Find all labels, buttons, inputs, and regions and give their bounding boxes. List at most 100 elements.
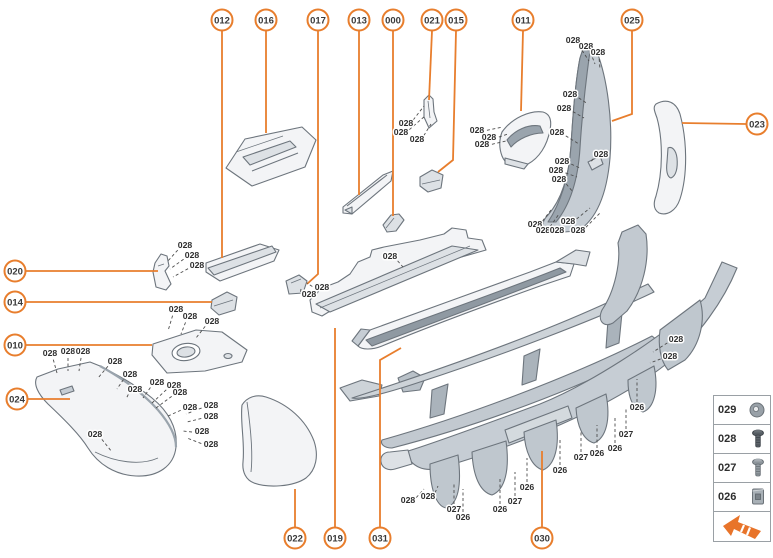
part-014-clip-block [210, 291, 238, 316]
fastener-label-028: 028 [205, 316, 220, 326]
fastener-label-028: 028 [167, 380, 182, 390]
fastener-leader-line [169, 258, 184, 270]
part-011-air-scoop [499, 111, 552, 170]
balloon-label: 023 [749, 119, 765, 130]
fastener-label-028: 028 [528, 219, 543, 229]
balloon-label: 010 [7, 340, 23, 351]
balloon-circle[interactable] [620, 8, 644, 32]
part-016-roof-plate [225, 126, 317, 187]
balloon-label: 019 [327, 533, 343, 544]
part-024-fender-trim [35, 361, 178, 477]
fastener-label-028: 028 [399, 118, 414, 128]
callout-balloon-021[interactable]: 021 [420, 8, 444, 32]
callout-line-021 [428, 30, 433, 101]
part-023-corner-blade [653, 100, 687, 215]
balloon-circle[interactable] [323, 526, 347, 550]
fastener-label-028: 028 [43, 348, 58, 358]
fastener-leader-line [186, 437, 202, 444]
fastener-label-028: 028 [557, 103, 572, 113]
fastener-label-026: 026 [456, 512, 471, 522]
callout-balloon-019[interactable]: 019 [323, 526, 347, 550]
callout-balloon-011[interactable]: 011 [511, 8, 535, 32]
fastener-label-028: 028 [195, 426, 210, 436]
fastener-leader-line [549, 213, 560, 228]
legend-code: 029 [718, 404, 737, 416]
balloon-circle[interactable] [3, 259, 27, 283]
fastener-label-028: 028 [552, 174, 567, 184]
fastener-leader-line [562, 215, 568, 227]
callout-balloon-022[interactable]: 022 [283, 526, 307, 550]
callout-balloon-025[interactable]: 025 [620, 8, 644, 32]
callout-balloon-012[interactable]: 012 [210, 8, 234, 32]
callout-balloon-016[interactable]: 016 [254, 8, 278, 32]
balloon-circle[interactable] [745, 112, 769, 136]
fastener-label-028: 028 [302, 289, 317, 299]
callout-balloon-010[interactable]: 010 [3, 333, 27, 357]
callout-balloon-031[interactable]: 031 [368, 526, 392, 550]
fastener-label-028: 028 [482, 132, 497, 142]
balloon-label: 014 [7, 297, 24, 308]
callout-balloon-030[interactable]: 030 [530, 526, 554, 550]
clip-nut-icon [750, 487, 766, 507]
balloon-circle[interactable] [381, 8, 405, 32]
callout-balloon-023[interactable]: 023 [745, 112, 769, 136]
balloon-circle[interactable] [368, 526, 392, 550]
balloon-circle[interactable] [530, 526, 554, 550]
balloon-circle[interactable] [420, 8, 444, 32]
balloon-circle[interactable] [3, 290, 27, 314]
direction-arrow-icon [714, 512, 770, 541]
fastener-label-028: 028 [561, 216, 576, 226]
fastener-label-028: 028 [123, 369, 138, 379]
fastener-leader-line [649, 358, 661, 364]
balloon-label: 000 [385, 15, 401, 26]
part-020-bracket [152, 253, 172, 291]
fastener-label-028: 028 [550, 127, 565, 137]
callout-balloon-024[interactable]: 024 [5, 387, 29, 411]
balloon-circle[interactable] [306, 8, 330, 32]
balloon-label: 011 [515, 15, 531, 26]
fastener-label-027: 027 [574, 452, 589, 462]
callout-balloon-020[interactable]: 020 [3, 259, 27, 283]
balloon-circle[interactable] [444, 8, 468, 32]
fastener-label-028: 028 [88, 429, 103, 439]
screw-pan-head-icon [750, 428, 766, 450]
fastener-label-028: 028 [470, 125, 485, 135]
part-010-trim-panel [151, 329, 248, 374]
fastener-leader-line [151, 389, 167, 404]
balloon-circle[interactable] [254, 8, 278, 32]
fastener-leader-line [415, 488, 425, 498]
fastener-label-028: 028 [108, 356, 123, 366]
fastener-label-028: 028 [190, 260, 205, 270]
fastener-label-028: 028 [555, 156, 570, 166]
callout-balloon-015[interactable]: 015 [444, 8, 468, 32]
fastener-label-026: 026 [493, 504, 508, 514]
fastener-label-028: 028 [669, 334, 684, 344]
fastener-leader-line [142, 387, 151, 399]
balloon-circle[interactable] [347, 8, 371, 32]
callout-balloon-000[interactable]: 000 [381, 8, 405, 32]
balloon-circle[interactable] [283, 526, 307, 550]
fastener-label-028: 028 [401, 495, 416, 505]
fastener-label-028: 028 [383, 251, 398, 261]
fastener-leader-line [185, 407, 202, 415]
callout-line-011 [520, 30, 524, 112]
balloon-circle[interactable] [3, 333, 27, 357]
fastener-leader-line [155, 395, 172, 409]
callout-line-017 [306, 31, 319, 285]
balloon-label: 021 [424, 15, 441, 26]
callout-balloon-014[interactable]: 014 [3, 290, 27, 314]
fastener-leader-line [397, 260, 404, 268]
fastener-label-026: 026 [590, 448, 605, 458]
balloon-circle[interactable] [210, 8, 234, 32]
callout-balloon-013[interactable]: 013 [347, 8, 371, 32]
balloon-circle[interactable] [5, 387, 29, 411]
callout-balloon-017[interactable]: 017 [306, 8, 330, 32]
balloon-circle[interactable] [511, 8, 535, 32]
fastener-leader-line [166, 249, 179, 263]
balloon-label: 030 [534, 533, 550, 544]
fastener-leader-line [565, 172, 578, 178]
fastener-label-028: 028 [76, 346, 91, 356]
part-017-clip-block [285, 274, 308, 295]
part-030-lower-bumper-assembly [339, 224, 738, 509]
balloon-label: 017 [310, 15, 326, 26]
